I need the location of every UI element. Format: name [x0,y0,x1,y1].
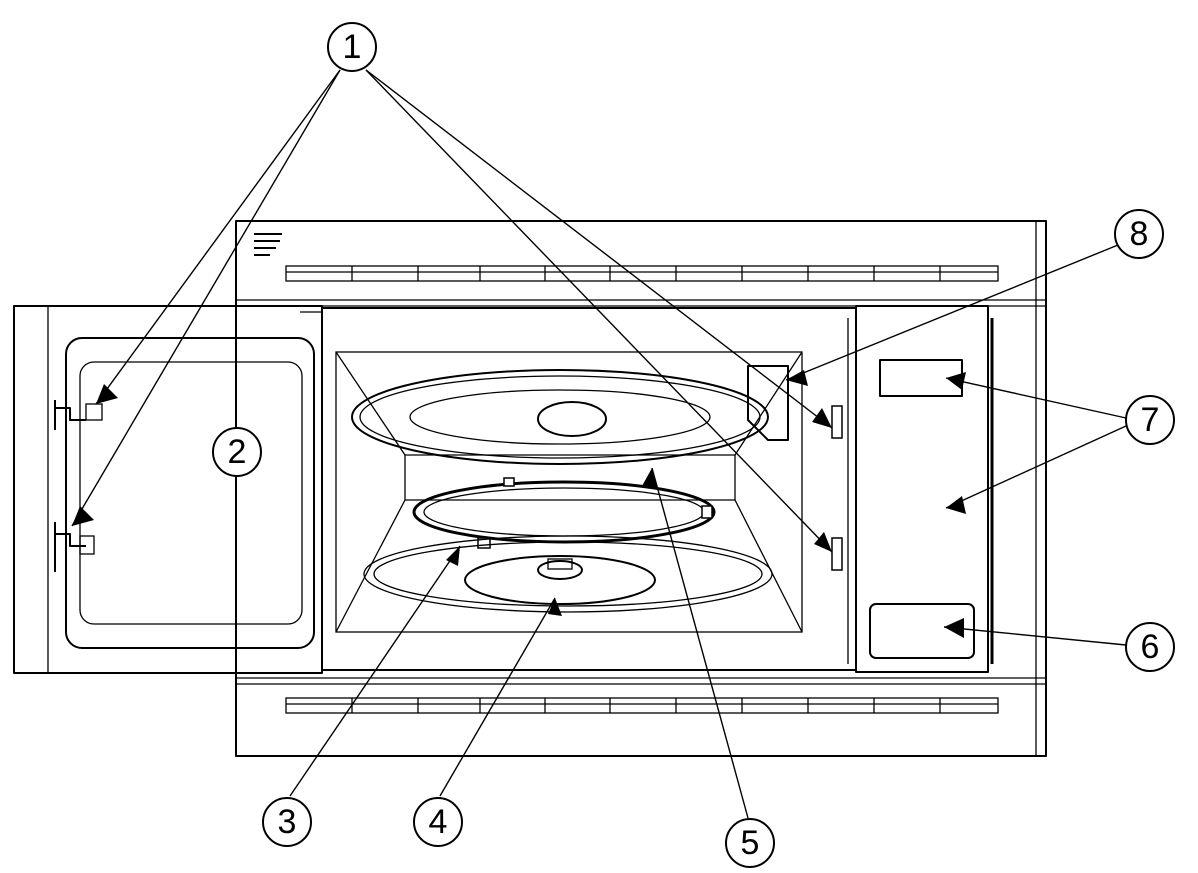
top-vent-grille [285,265,999,282]
microwave-cabinet [235,220,1047,757]
callout-2: 2 [212,427,262,477]
arrowheads [72,370,966,638]
callout-6: 6 [1125,622,1175,672]
callout-1-label: 1 [343,28,362,66]
callout-3-label: 3 [278,803,297,841]
oven-cavity [321,307,857,671]
callout-8-label: 8 [1130,215,1149,253]
menu-label-area [869,603,975,659]
vent-logo [254,233,282,256]
door-latch-bottom [54,522,95,572]
glass-turntable-tray [351,369,769,465]
callout-4-label: 4 [429,803,448,841]
control-panel [855,305,994,673]
callout-4: 4 [413,797,463,847]
door [13,305,323,674]
callout-2-label: 2 [228,433,247,471]
cavity-floor [363,535,773,613]
bottom-vent-grille [285,697,999,714]
callout-1: 1 [327,22,377,72]
door-latch-top [54,400,103,430]
callout-8: 8 [1114,209,1164,259]
callout-7: 7 [1125,395,1175,445]
roller-ring [412,477,716,549]
callout-5: 5 [725,818,775,868]
callout-6-label: 6 [1141,628,1160,666]
door-interlock-slots [831,405,843,571]
leader-lines [71,69,1127,819]
callout-5-label: 5 [741,824,760,862]
turntable-coupler [537,558,583,580]
waveguide-cover [747,365,789,441]
callout-7-label: 7 [1141,401,1160,439]
callout-3: 3 [262,797,312,847]
